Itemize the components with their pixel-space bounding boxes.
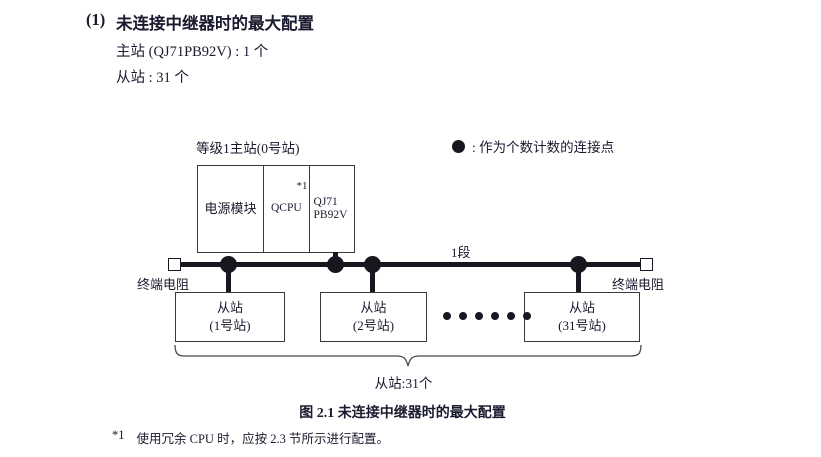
connection-point-dot (220, 256, 237, 273)
connection-point-dot (570, 256, 587, 273)
ellipsis-dots-icon (443, 312, 531, 320)
slave-station-box: 从站 (1号站) (175, 292, 285, 342)
footnote-text: 使用冗余 CPU 时，应按 2.3 节所示进行配置。 (136, 432, 389, 446)
spec-master-count: 主站 (QJ71PB92V) : 1 个 (116, 44, 269, 60)
module-network-label: QJ71 PB92V (314, 196, 348, 222)
module-qcpu: QCPU *1 (264, 166, 310, 252)
bus-trunk-line (175, 262, 640, 267)
filled-circle-icon (452, 139, 465, 153)
module-power-supply-label: 电源模块 (204, 200, 257, 216)
terminator-left-icon (168, 258, 181, 271)
page-title: 未连接中继器时的最大配置 (116, 14, 314, 33)
legend-label: : 作为个数计数的连接点 (472, 140, 615, 155)
footnote-marker: *1 (296, 180, 308, 192)
slave-station-name: 从站 (360, 300, 387, 316)
slave-drop-link (370, 266, 375, 292)
terminator-left-label: 终端电阻 (137, 277, 190, 292)
slave-station-box: 从站 (31号站) (524, 292, 640, 342)
footnote: *1 使用冗余 CPU 时，应按 2.3 节所示进行配置。 (112, 428, 389, 447)
module-network-label-line2: PB92V (313, 209, 348, 221)
master-station-caption: 等级1主站(0号站) (196, 141, 300, 156)
ellipsis-dot (507, 312, 515, 320)
segment-label: 1段 (451, 245, 471, 260)
slave-station-number: (2号站) (352, 318, 395, 333)
figure-caption: 图 2.1 未连接中继器时的最大配置 (299, 406, 506, 421)
ellipsis-dot (523, 312, 531, 320)
slave-station-box: 从站 (2号站) (320, 292, 427, 342)
slave-drop-link (226, 266, 231, 292)
slave-station-number: (31号站) (558, 318, 606, 333)
module-power-supply: 电源模块 (198, 166, 265, 252)
slave-station-number: (1号站) (209, 318, 251, 333)
module-network-qj71pb92v: QJ71 PB92V (310, 166, 354, 252)
ellipsis-dot (443, 312, 451, 320)
connection-point-dot (327, 256, 344, 273)
ellipsis-dot (459, 312, 467, 320)
master-station-block: 电源模块 QCPU *1 QJ71 PB92V (197, 165, 355, 253)
module-network-label-line1: QJ71 (313, 195, 338, 208)
terminator-right-icon (640, 258, 653, 271)
footnote-mark: *1 (112, 428, 125, 442)
slave-drop-link (576, 266, 581, 292)
section-number: (1) (86, 10, 106, 29)
ellipsis-dot (491, 312, 499, 320)
spec-slave-count: 从站 : 31 个 (116, 70, 189, 86)
terminator-right-label: 终端电阻 (612, 277, 665, 292)
ellipsis-dot (475, 312, 483, 320)
module-qcpu-label: QCPU (270, 202, 302, 215)
slave-group-brace (172, 344, 644, 369)
slave-station-name: 从站 (568, 300, 595, 316)
connection-point-dot (364, 256, 381, 273)
slave-total-label: 从站:31个 (0, 372, 821, 392)
slave-total-text: 从站:31个 (374, 376, 433, 391)
legend: : 作为个数计数的连接点 (452, 136, 614, 156)
slave-station-name: 从站 (216, 300, 243, 316)
